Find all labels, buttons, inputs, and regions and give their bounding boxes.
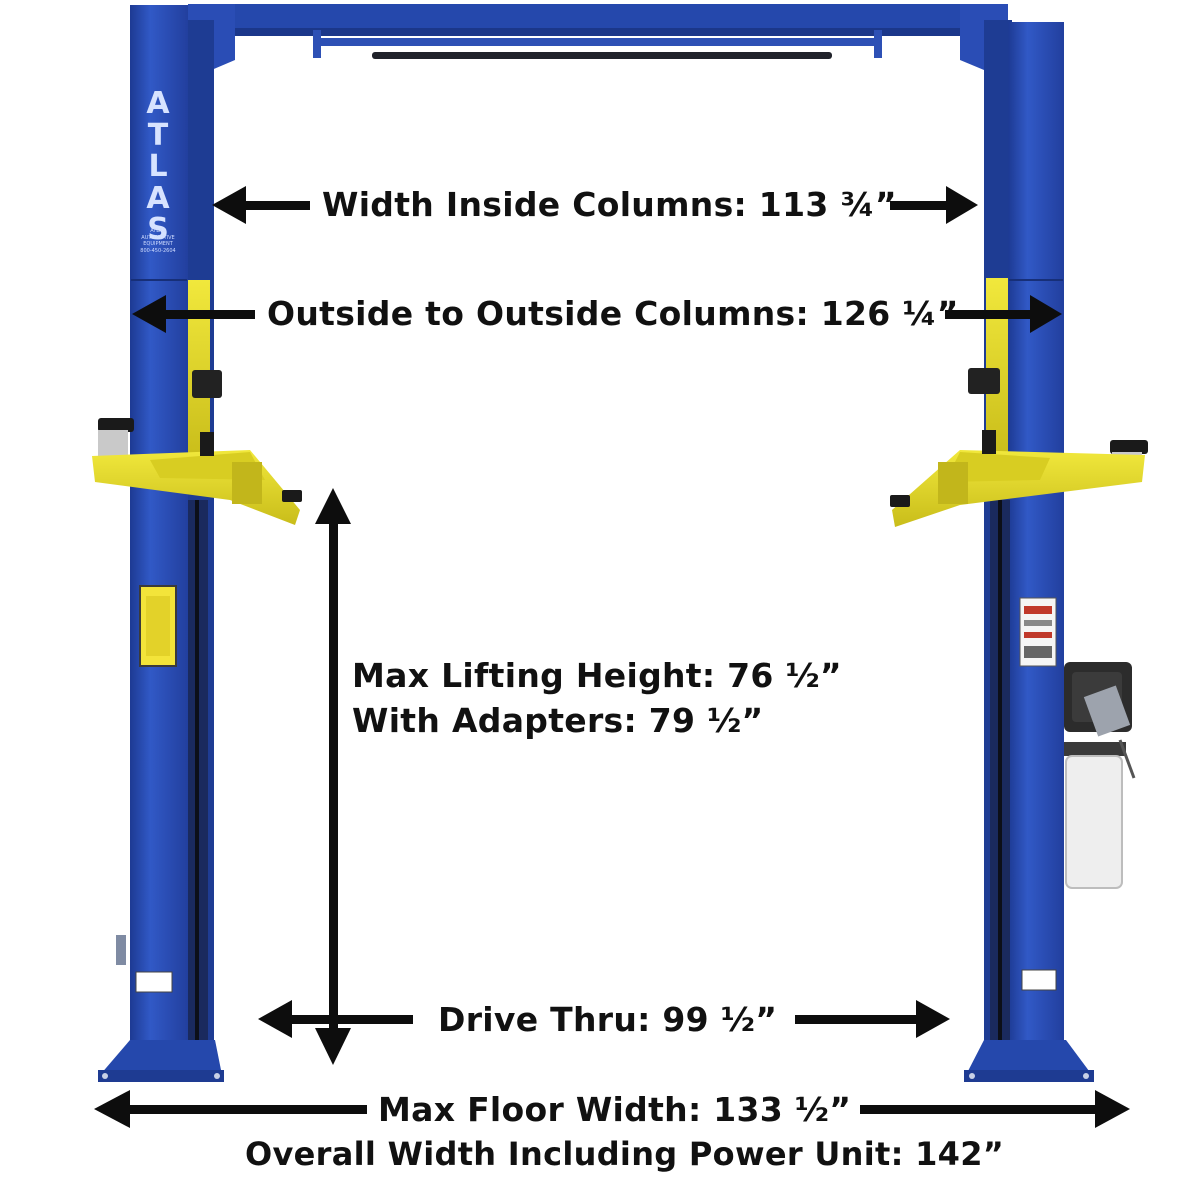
power-unit bbox=[1064, 662, 1136, 889]
label-overall-width: Overall Width Including Power Unit: 142” bbox=[245, 1135, 1005, 1173]
left-lift-arm bbox=[92, 418, 302, 525]
brand-letter: A bbox=[146, 180, 170, 216]
arrow-outside-to-outside bbox=[132, 295, 1062, 333]
brand-fine-print: ATLAS AUTOMOTIVE EQUIPMENT 800-450-2604 bbox=[134, 228, 182, 254]
brand-letter: S bbox=[147, 212, 169, 247]
right-column bbox=[964, 20, 1094, 1082]
brand-fine-line: EQUIPMENT bbox=[143, 241, 173, 247]
label-max-lifting-height: Max Lifting Height: 76 ½” bbox=[352, 656, 842, 695]
label-drive-thru: Drive Thru: 99 ½” bbox=[438, 1000, 778, 1039]
top-crossbeam bbox=[188, 4, 1008, 80]
arrow-max-floor-width bbox=[94, 1090, 1130, 1128]
right-lift-arm bbox=[890, 430, 1148, 527]
brand-fine-line: ATLAS AUTOMOTIVE bbox=[141, 228, 175, 241]
brand-letter: L bbox=[148, 149, 168, 184]
brand-letter: A bbox=[146, 86, 170, 121]
brand-letter: T bbox=[147, 117, 169, 153]
arrow-drive-thru bbox=[258, 1000, 950, 1038]
arrow-width-inside-columns bbox=[212, 186, 978, 224]
label-width-inside-columns: Width Inside Columns: 113 ¾” bbox=[322, 185, 897, 224]
atlas-logo: A T L A S bbox=[133, 88, 183, 246]
label-with-adapters: With Adapters: 79 ½” bbox=[352, 701, 764, 740]
left-column bbox=[98, 5, 224, 1082]
brand-fine-line: 800-450-2604 bbox=[140, 247, 176, 254]
arrow-max-lifting-height bbox=[315, 488, 351, 1065]
label-max-floor-width: Max Floor Width: 133 ½” bbox=[378, 1090, 852, 1129]
label-outside-to-outside-columns: Outside to Outside Columns: 126 ¼” bbox=[267, 294, 959, 333]
